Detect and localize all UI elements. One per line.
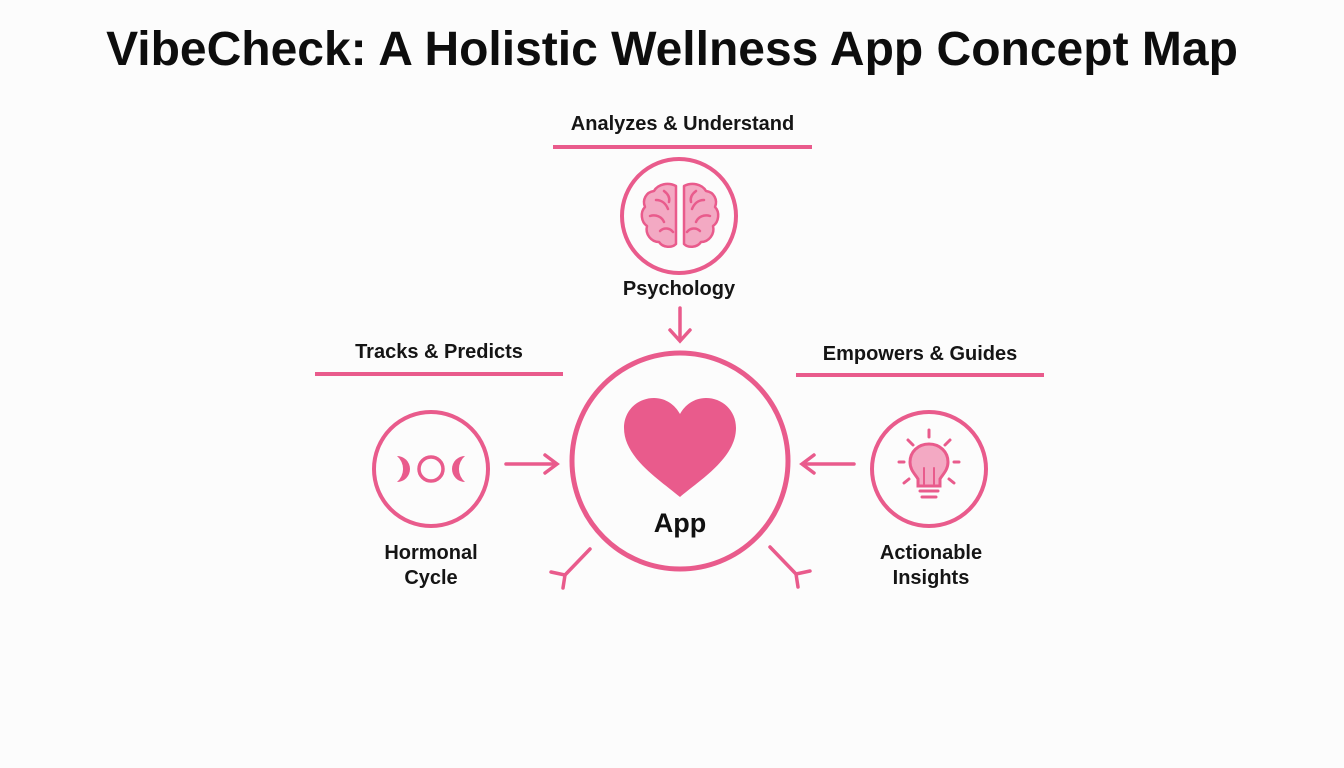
relation-bar-hormonal — [315, 372, 563, 376]
insights-node-circle — [870, 410, 988, 528]
relation-label-psychology: Analyzes & Understand — [570, 113, 795, 135]
arrow-insights-to-app — [799, 453, 856, 475]
hormonal-node-circle — [372, 410, 490, 528]
heart-icon — [624, 398, 736, 497]
node-label-psychology: Psychology — [622, 278, 736, 300]
center-node-circle — [569, 350, 791, 572]
center-node-label: App — [653, 508, 707, 538]
moon-phases-icon — [397, 455, 465, 483]
arrow-hormonal-to-app — [504, 453, 560, 475]
node-label-insights: Actionable Insights — [831, 541, 1031, 591]
node-label-insights-line1: Actionable — [879, 542, 983, 564]
relation-bar-psychology — [553, 145, 812, 149]
psychology-node-circle — [620, 157, 738, 275]
node-label-insights-line2: Insights — [892, 567, 970, 589]
page-title: VibeCheck: A Holistic Wellness App Conce… — [106, 23, 1238, 76]
outgoing-arrow-bottom-right — [768, 545, 812, 589]
arrow-psychology-to-app — [668, 306, 692, 344]
relation-label-insights: Empowers & Guides — [822, 343, 1018, 365]
node-label-hormonal-line1: Hormonal — [384, 542, 478, 564]
lightbulb-icon — [897, 428, 961, 499]
node-label-hormonal-line2: Cycle — [404, 567, 458, 589]
node-label-hormonal: Hormonal Cycle — [331, 541, 531, 591]
brain-icon — [640, 182, 720, 248]
relation-label-hormonal: Tracks & Predicts — [355, 341, 523, 363]
outgoing-arrow-bottom-left — [549, 547, 592, 590]
relation-bar-insights — [796, 373, 1044, 377]
